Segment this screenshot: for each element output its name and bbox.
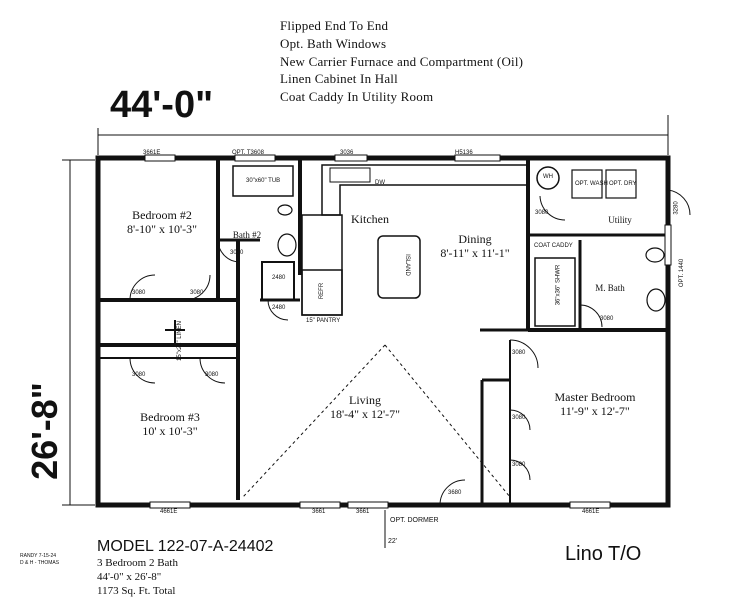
window-label-top-1: 3661E: [143, 150, 161, 156]
room-dining-size: 8'-11" x 11'-1": [440, 246, 510, 260]
room-bedroom-3: Bedroom #3 10' x 10'-3": [120, 410, 220, 438]
window-label-bot-3: 3661: [356, 509, 370, 515]
room-living-name: Living: [349, 393, 381, 407]
opt-1440-label: OPT. 1440: [679, 258, 686, 288]
dishwasher-label: DW: [375, 180, 385, 186]
door-label-7: 3080: [600, 316, 614, 322]
dormer-distance: 22': [388, 538, 398, 545]
stamp-line-1: RANDY 7-15-24: [20, 553, 57, 559]
washer-label: OPT. WASH: [575, 181, 608, 187]
note-flipped: Flipped End To End: [280, 18, 389, 33]
door-label-10: 3080: [512, 415, 526, 421]
stamp-line-2: D & H - THOMAS: [20, 560, 60, 566]
window-label-bot-4: 4661E: [582, 509, 600, 515]
opt-dormer-label: OPT. DORMER: [390, 517, 439, 524]
window-label-bot-2: 3661: [312, 509, 326, 515]
door-label-9: 2480: [272, 275, 286, 281]
door-label-1: 3080: [132, 290, 146, 296]
room-bedroom-3-size: 10' x 10'-3": [142, 424, 198, 438]
room-bath-2-name: Bath #2: [232, 230, 262, 240]
room-bedroom-2-size: 8'-10" x 10'-3": [126, 222, 198, 236]
linen-label: 15"x21" LINEN: [176, 321, 183, 361]
note-linen: Linen Cabinet In Hall: [280, 71, 398, 86]
coat-caddy-label: COAT CADDY: [534, 243, 573, 249]
room-kitchen-name: Kitchen: [351, 212, 389, 226]
door-3280-label: 3280: [673, 201, 680, 215]
room-master-bedroom-size: 11'-9" x 12'-7": [560, 404, 630, 418]
room-living: Living 18'-4" x 12'-7": [310, 393, 420, 421]
room-master-bath-name: M. Bath: [595, 283, 625, 293]
room-dining: Dining 8'-11" x 11'-1": [425, 232, 525, 260]
door-label-6: 3080: [535, 210, 549, 216]
pantry-label: 15" PANTRY: [306, 318, 341, 324]
window-label-top-3: 3036: [340, 150, 354, 156]
shower-label: 36"x36" SHWR: [555, 264, 562, 306]
room-living-size: 18'-4" x 12'-7": [329, 407, 401, 421]
model-sqft: 1173 Sq. Ft. Total: [97, 585, 176, 597]
room-dining-name: Dining: [458, 232, 492, 246]
door-label-5: 3080: [230, 250, 244, 256]
tub-label: 30"x60" TUB: [246, 178, 281, 184]
door-label-4: 3080: [205, 372, 219, 378]
dryer-label: OPT. DRY: [609, 181, 637, 187]
room-master-bedroom: Master Bedroom 11'-9" x 12'-7": [530, 390, 660, 418]
overall-width-dimension: 44'-0": [110, 84, 214, 126]
room-utility: Utility: [590, 213, 650, 227]
room-bath-2: Bath #2: [222, 228, 272, 242]
note-bath-windows: Opt. Bath Windows: [280, 36, 387, 51]
plan-name: Lino T/O: [565, 543, 642, 565]
room-bedroom-3-name: Bedroom #3: [140, 410, 200, 424]
door-label-11: 3080: [512, 462, 526, 468]
room-utility-name: Utility: [608, 215, 632, 225]
room-master-bedroom-name: Master Bedroom: [554, 390, 636, 404]
door-label-3: 3080: [132, 372, 146, 378]
window-label-bot-1: 4661E: [160, 509, 178, 515]
model-name: MODEL 122-07-A-24402: [97, 538, 274, 555]
water-heater-label: WH: [543, 174, 553, 180]
door-label-13: 3680: [448, 490, 462, 496]
island-label: ISLAND: [403, 254, 410, 276]
room-bedroom-2: Bedroom #2 8'-10" x 10'-3": [112, 208, 212, 236]
room-master-bath: M. Bath: [585, 281, 635, 295]
overall-depth-dimension: 26'-8": [24, 382, 65, 480]
window-label-top-4: H5136: [455, 150, 473, 156]
door-label-2: 3080: [190, 290, 204, 296]
door-label-8: 2480: [272, 305, 286, 311]
refrigerator-label: REFR: [319, 282, 326, 300]
door-label-12: 3080: [512, 350, 526, 356]
note-furnace: New Carrier Furnace and Compartment (Oil…: [280, 54, 524, 69]
window-label-top-2: OPT. T3608: [232, 150, 264, 156]
model-dimensions: 44'-0" x 26'-8": [97, 571, 162, 583]
note-coat-caddy: Coat Caddy In Utility Room: [280, 89, 434, 104]
room-bedroom-2-name: Bedroom #2: [132, 208, 192, 222]
room-kitchen: Kitchen: [340, 212, 400, 226]
model-beds-baths: 3 Bedroom 2 Bath: [97, 557, 178, 569]
